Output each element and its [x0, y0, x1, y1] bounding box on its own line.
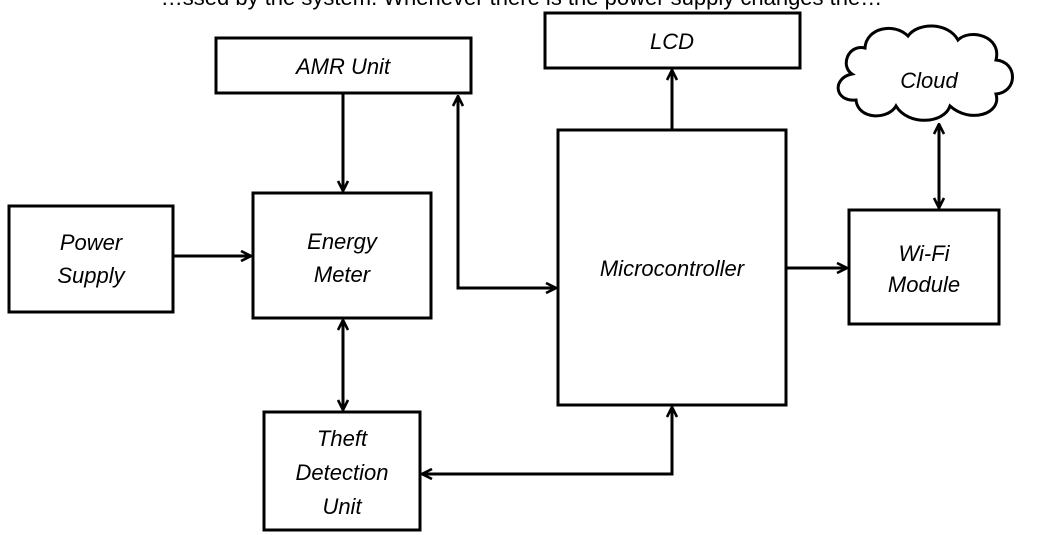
amr-unit-label: AMR Unit	[294, 54, 391, 79]
wifi-module-label-line1: Wi-Fi	[898, 241, 950, 266]
lcd-label: LCD	[650, 29, 694, 54]
caption-fragment: …ssed by the system. Whenever there is t…	[0, 0, 1043, 13]
wifi-module-block: Wi-Fi Module	[847, 208, 1001, 326]
microcontroller-block: Microcontroller	[556, 128, 788, 407]
power-supply-label-line2: Supply	[57, 263, 126, 288]
energy-meter-label-line1: Energy	[307, 229, 379, 254]
power-supply-block: Power Supply	[7, 204, 175, 314]
arrow-amr-microcontroller	[458, 96, 556, 288]
arrow-theft-detection-microcontroller	[422, 407, 672, 474]
theft-detection-label-line2: Detection	[296, 460, 389, 485]
cloud-shape: Cloud	[836, 24, 1014, 122]
energy-meter-block: Energy Meter	[251, 191, 433, 320]
theft-detection-unit-block: Theft Detection Unit	[262, 410, 422, 532]
lcd-block: LCD	[543, 11, 802, 70]
amr-unit-block: AMR Unit	[214, 36, 473, 95]
microcontroller-label: Microcontroller	[600, 256, 746, 281]
wifi-module-label-line2: Module	[888, 272, 960, 297]
cloud-label: Cloud	[900, 68, 958, 93]
theft-detection-label-line3: Unit	[322, 494, 362, 519]
power-supply-label-line1: Power	[60, 230, 124, 255]
theft-detection-label-line1: Theft	[317, 426, 368, 451]
energy-meter-label-line2: Meter	[314, 262, 372, 287]
